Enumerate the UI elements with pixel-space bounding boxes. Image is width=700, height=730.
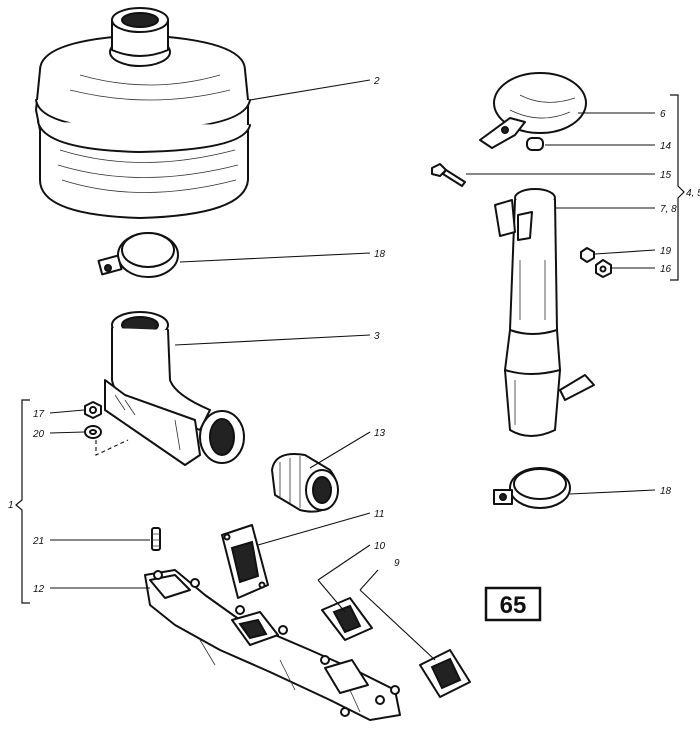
callout-labels: 2 6 14 15 7, 8 4, 5 18 19 16 3 17 20 13 … (8, 76, 700, 595)
callout-21: 21 (32, 536, 44, 547)
callout-2: 2 (373, 76, 380, 87)
bolt-15 (431, 163, 466, 187)
hose-clamp-upper (97, 232, 179, 278)
group-bracket-4-5 (670, 94, 685, 281)
stud-21 (151, 527, 161, 551)
leader-lines (49, 79, 656, 661)
spacer-14 (526, 137, 544, 151)
callout-14: 14 (660, 141, 672, 152)
exhaust-tail-pipe (494, 188, 595, 437)
nut-16 (595, 259, 612, 278)
callout-16: 16 (660, 264, 672, 275)
callout-18-upper: 18 (374, 249, 386, 260)
callout-10: 10 (374, 541, 386, 552)
nut-17 (84, 401, 102, 419)
exhaust-manifold (144, 569, 401, 721)
flange-plate-10 (321, 597, 373, 641)
callout-12: 12 (33, 584, 45, 595)
air-cleaner-canister (35, 7, 251, 219)
callout-13: 13 (374, 428, 386, 439)
rubber-sleeve (271, 453, 339, 513)
gasket-11 (221, 524, 269, 599)
callout-15: 15 (660, 170, 672, 181)
elbow-pipe (104, 311, 245, 466)
callout-6: 6 (660, 109, 666, 120)
figure-number-plate: 65 (484, 586, 542, 622)
washer-20 (84, 425, 102, 439)
assembly-dash-line (95, 439, 129, 456)
callout-7-8: 7, 8 (660, 204, 677, 215)
callout-17: 17 (33, 409, 45, 420)
callout-4-5: 4, 5 (686, 188, 700, 199)
hose-clamp-lower (493, 467, 571, 509)
callout-19: 19 (660, 246, 672, 257)
nut-19 (580, 247, 595, 263)
callout-20: 20 (32, 429, 45, 440)
group-bracket-1 (15, 399, 30, 604)
figure-number: 65 (500, 592, 527, 619)
callout-11: 11 (374, 509, 384, 520)
callout-3: 3 (374, 331, 380, 342)
callout-1: 1 (8, 500, 14, 511)
flange-plate-9 (419, 649, 471, 698)
callout-9: 9 (394, 558, 400, 569)
rain-cap (479, 72, 587, 149)
callout-18-lower: 18 (660, 486, 672, 497)
